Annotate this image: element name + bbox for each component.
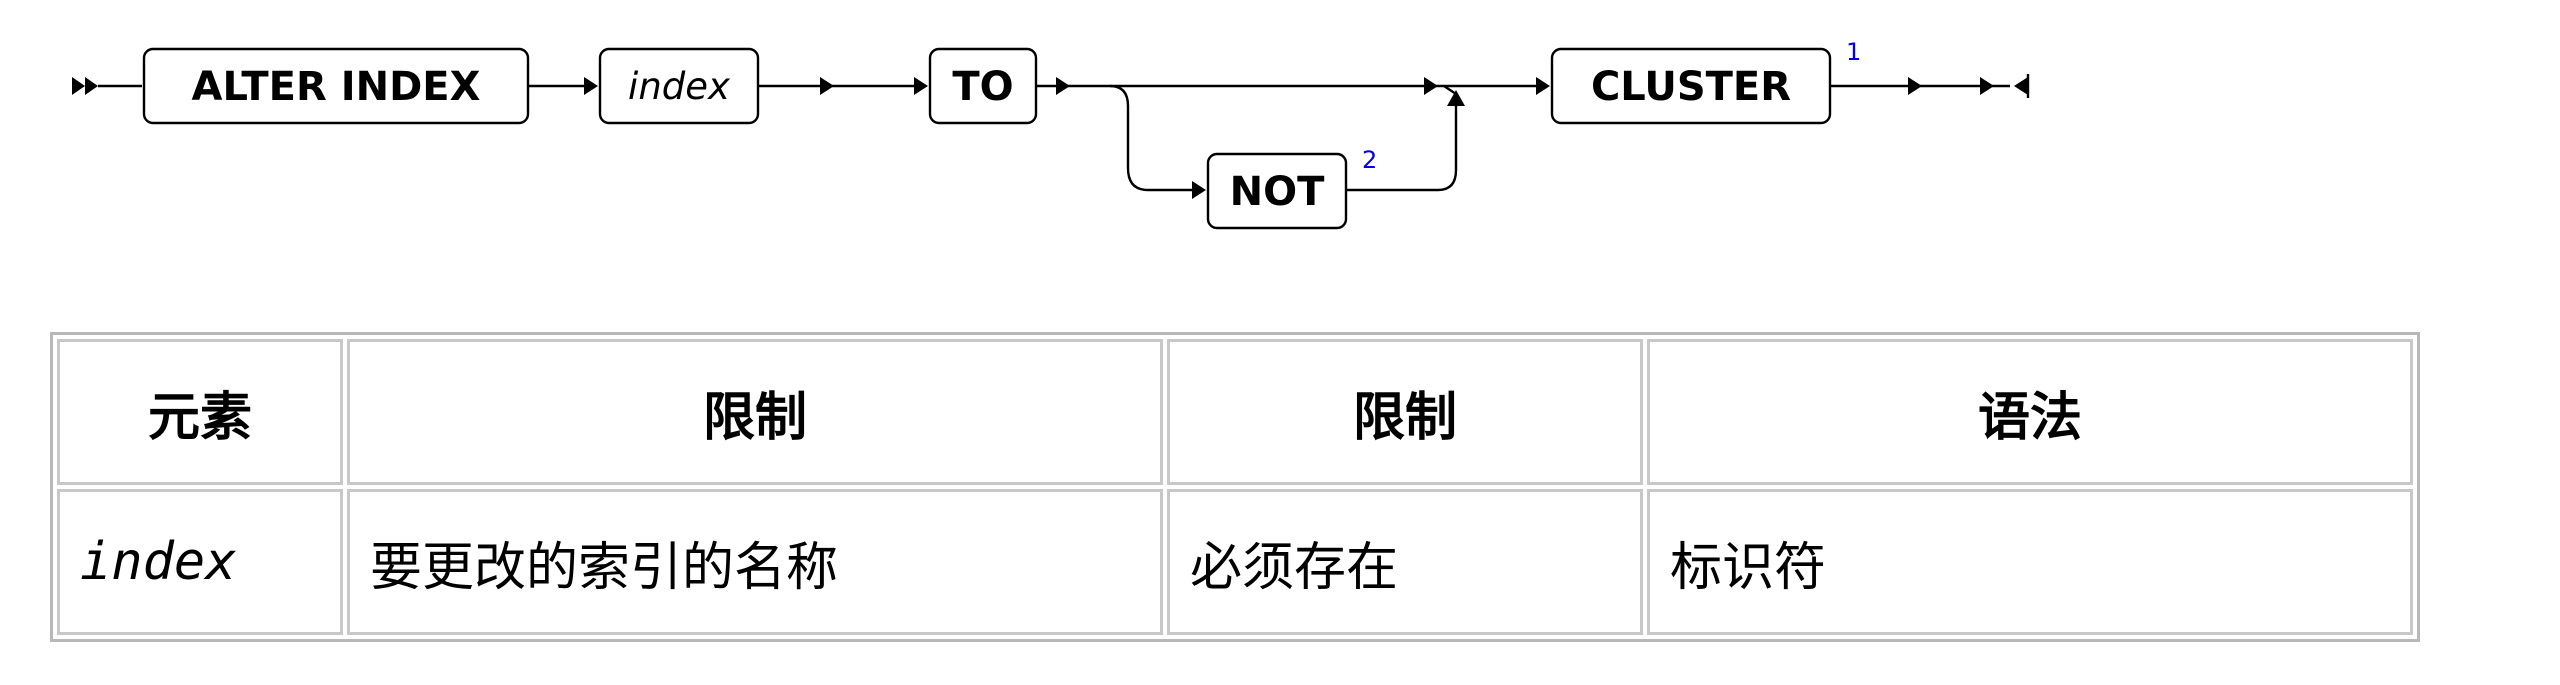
- cell-restriction: 必须存在: [1167, 489, 1643, 635]
- connector-alter-to-index: [528, 77, 598, 95]
- not-keyword: NOT: [1230, 169, 1325, 215]
- header-element: 元素: [57, 339, 343, 485]
- optional-not-branch: [1036, 77, 1540, 199]
- not-keyword-box: NOT: [1206, 152, 1348, 230]
- header-restriction: 限制: [1167, 339, 1643, 485]
- connector-to-cluster: [1536, 77, 1550, 95]
- index-variable-box: index: [598, 47, 760, 125]
- to-keyword: TO: [952, 64, 1013, 110]
- alter-index-keyword-box: ALTER INDEX: [142, 47, 530, 125]
- header-restriction: 限制: [347, 339, 1163, 485]
- table-header-row: 元素 限制 限制 语法: [57, 339, 2413, 485]
- index-variable: index: [628, 65, 731, 108]
- syntax-diagram: ALTER INDEX index TO NOT 2: [72, 38, 2030, 230]
- connector-index-to-to: [758, 77, 928, 95]
- cluster-keyword: CLUSTER: [1591, 64, 1791, 110]
- not-footnote: 2: [1362, 146, 1377, 174]
- table-row: index 要更改的索引的名称 必须存在 标识符: [57, 489, 2413, 635]
- start-marker: [72, 77, 142, 95]
- cluster-footnote: 1: [1846, 38, 1861, 66]
- alter-index-keyword: ALTER INDEX: [192, 64, 481, 110]
- cluster-keyword-box: CLUSTER: [1550, 47, 1832, 125]
- cell-element: index: [57, 489, 343, 635]
- cell-syntax: 标识符: [1647, 489, 2413, 635]
- to-keyword-box: TO: [928, 47, 1038, 125]
- end-marker: [1830, 74, 2030, 98]
- syntax-elements-table: 元素 限制 限制 语法 index 要更改的索引的名称 必须存在 标识符: [50, 332, 2420, 642]
- header-syntax: 语法: [1647, 339, 2413, 485]
- cell-description: 要更改的索引的名称: [347, 489, 1163, 635]
